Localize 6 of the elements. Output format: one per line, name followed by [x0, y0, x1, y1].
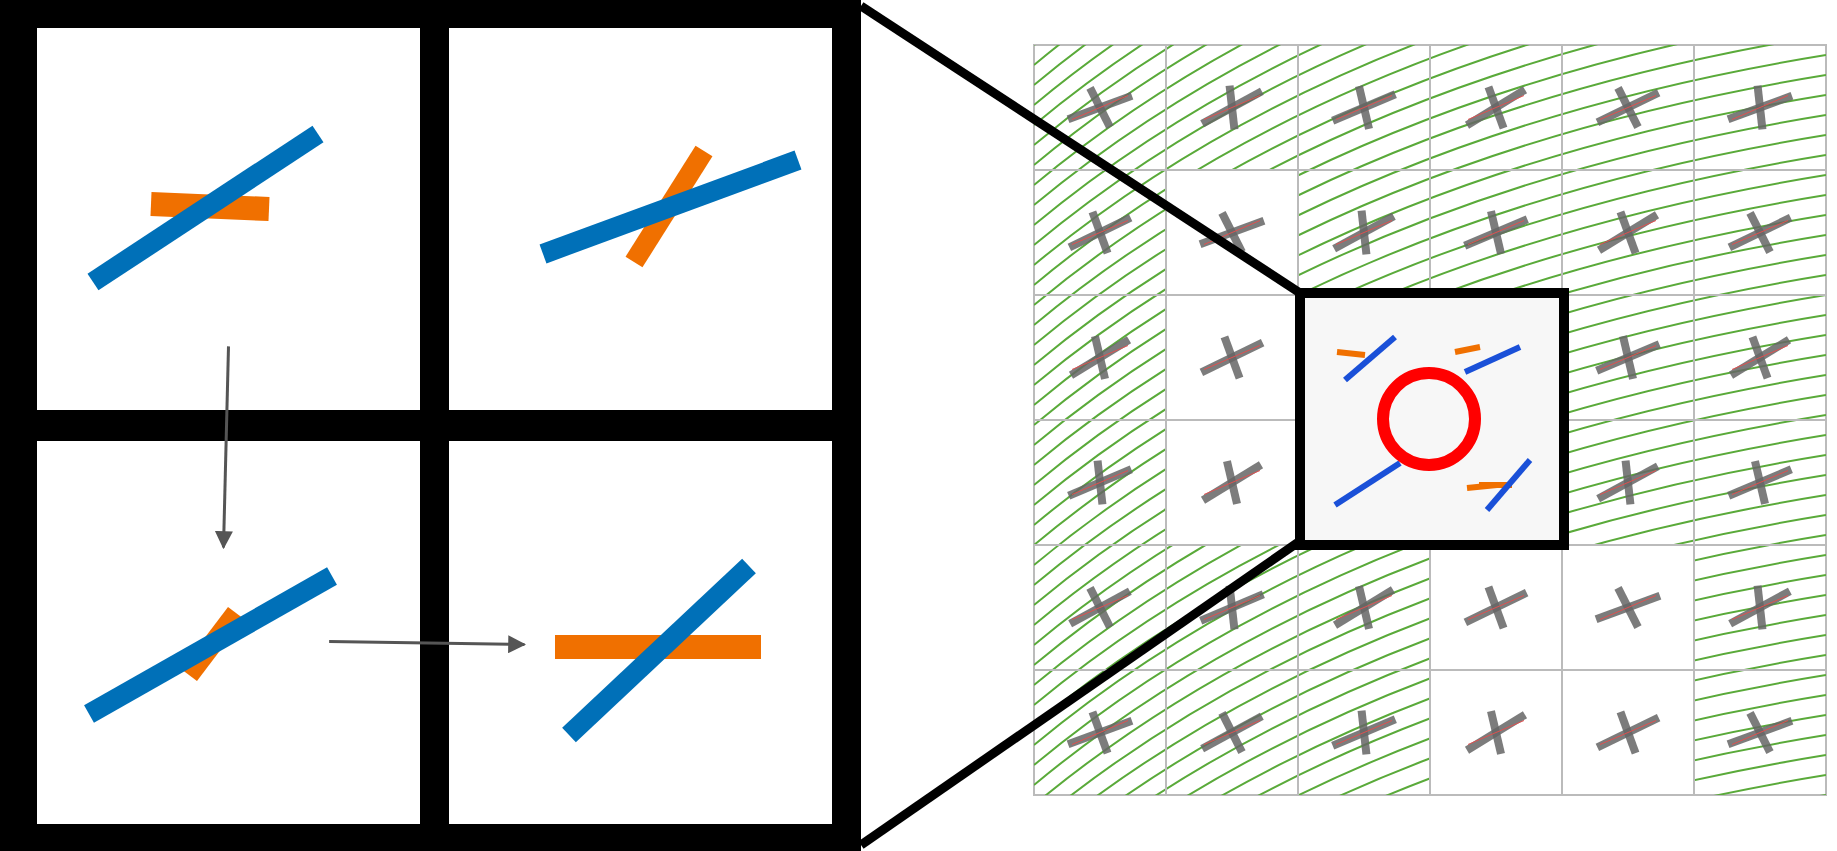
- arrow: [214, 346, 233, 550]
- drawing-panel: [447, 439, 834, 826]
- drawing-panel: [35, 439, 422, 826]
- drawing-panel: [447, 26, 834, 412]
- arrow: [329, 635, 527, 654]
- drawing-panel: [35, 26, 422, 412]
